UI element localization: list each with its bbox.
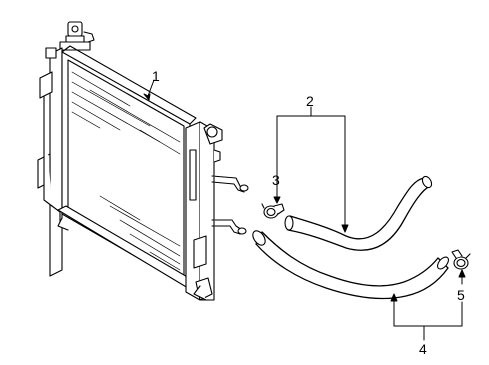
radiator-cap bbox=[59, 21, 95, 51]
cooler-lines bbox=[211, 175, 249, 235]
arrow-2 bbox=[341, 224, 349, 233]
right-tank bbox=[185, 121, 223, 301]
callout-1: 1 bbox=[152, 68, 160, 84]
callout-4: 4 bbox=[419, 341, 427, 357]
callout-3: 3 bbox=[272, 172, 280, 188]
arrow-5 bbox=[458, 269, 466, 278]
left-tank bbox=[37, 47, 63, 277]
leader-2 bbox=[276, 106, 346, 233]
arrow-4 bbox=[390, 293, 398, 302]
hose-clamp-5 bbox=[451, 249, 471, 270]
callout-5: 5 bbox=[457, 287, 465, 303]
hose-clamp-3 bbox=[261, 203, 285, 219]
upper-hose bbox=[284, 175, 433, 251]
callout-2: 2 bbox=[306, 93, 314, 109]
arrow-3 bbox=[273, 196, 281, 204]
lower-hose bbox=[252, 230, 449, 300]
leader-lines bbox=[143, 79, 466, 341]
leader-4 bbox=[393, 297, 463, 341]
radiator bbox=[37, 21, 249, 301]
leader-1 bbox=[147, 79, 155, 97]
arrow-1 bbox=[143, 93, 151, 101]
